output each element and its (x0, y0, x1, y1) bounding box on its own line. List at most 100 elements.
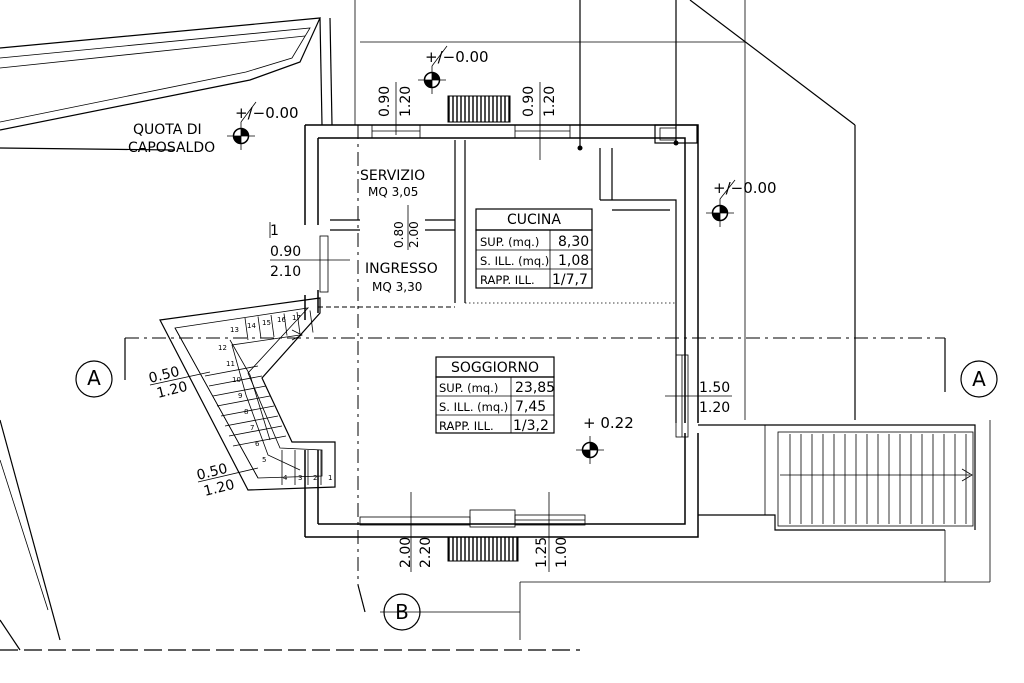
svg-text:1.20: 1.20 (398, 86, 414, 117)
stair-step-number: 1 (328, 474, 332, 482)
room-ingresso: INGRESSO MQ 3,30 (365, 261, 438, 294)
svg-text:+ 0.22: + 0.22 (583, 414, 634, 432)
svg-text:CAPOSALDO: CAPOSALDO (128, 140, 215, 156)
stair-direction-arrow (231, 334, 301, 471)
dim-window-top-right: 0.90 1.20 (521, 82, 558, 160)
dim-entrance: 1 0.90 2.10 (270, 223, 301, 280)
svg-text:+/−0.00: +/−0.00 (425, 48, 489, 66)
svg-text:1.50: 1.50 (699, 380, 730, 396)
stair-direction-arrowhead (291, 329, 303, 341)
svg-text:0.50: 0.50 (195, 461, 229, 484)
svg-text:1.20: 1.20 (202, 477, 236, 500)
svg-text:+/−0.00: +/−0.00 (235, 104, 299, 122)
svg-text:2.10: 2.10 (270, 264, 301, 280)
svg-text:1/7,7: 1/7,7 (552, 272, 588, 288)
chimney (577, 124, 698, 151)
svg-text:INGRESSO: INGRESSO (365, 261, 438, 277)
window-top-right (514, 124, 571, 139)
svg-text:0.50: 0.50 (147, 364, 181, 387)
dim-stair-lower: 0.50 1.20 (195, 461, 259, 500)
stair-tread (224, 415, 279, 427)
stair-tread (216, 395, 271, 407)
section-line-a (124, 337, 946, 392)
svg-text:SERVIZIO: SERVIZIO (360, 168, 425, 184)
dim-stair-upper: 0.50 1.20 (147, 364, 211, 402)
stair-tread (232, 435, 287, 447)
svg-text:RAPP. ILL.: RAPP. ILL. (439, 419, 494, 433)
svg-text:S. ILL. (mq.): S. ILL. (mq.) (439, 400, 508, 414)
benchmark-label: QUOTA DI CAPOSALDO (128, 122, 215, 156)
exterior-walls (304, 124, 699, 538)
svg-text:B: B (395, 600, 409, 624)
stair-step-number: 11 (226, 360, 235, 368)
elevation-marker-left: +/−0.00 (227, 101, 299, 150)
stair-tread (309, 310, 314, 333)
svg-text:MQ 3,30: MQ 3,30 (372, 280, 422, 294)
stair-step-number: 12 (218, 344, 227, 352)
interior-walls (318, 140, 677, 423)
entrance-door (269, 222, 350, 293)
svg-text:7,45: 7,45 (515, 399, 546, 415)
svg-text:2.00: 2.00 (407, 221, 421, 248)
svg-text:A: A (87, 366, 101, 390)
window-bottom (469, 509, 586, 528)
section-marker-a-right: A (960, 360, 998, 398)
dim-door-bottom: 2.00 2.20 (398, 492, 434, 572)
stair-step-number: 2 (313, 474, 317, 482)
vent-grille-bottom (447, 536, 519, 562)
svg-text:1.20: 1.20 (155, 379, 189, 402)
table-soggiorno: SOGGIORNO SUP. (mq.) S. ILL. (mq.) RAPP.… (435, 356, 555, 434)
dim-window-bottom: 1.25 1.00 (534, 492, 570, 572)
stair-step-number: 13 (230, 326, 239, 334)
exterior-stair-treads (780, 434, 973, 524)
stair-step-number: 14 (247, 322, 256, 330)
exterior-stair-arrowhead (961, 468, 973, 482)
section-marker-a-left: A (75, 360, 113, 398)
stair-tread (208, 375, 263, 387)
dim-window-top-left: 0.90 1.20 (377, 82, 414, 135)
svg-text:CUCINA: CUCINA (507, 212, 561, 228)
svg-text:A: A (972, 367, 986, 391)
site-lines (0, 0, 991, 651)
stair-step-number: 7 (250, 424, 254, 432)
elevation-marker-top: +/−0.00 (418, 45, 489, 94)
svg-text:23,85: 23,85 (515, 380, 555, 396)
dim-door-servizio: 0.80 2.00 (392, 205, 421, 250)
stair-step-number: 8 (244, 408, 248, 416)
stair-tread (257, 316, 262, 339)
svg-text:RAPP. ILL.: RAPP. ILL. (480, 273, 535, 287)
stair-tread (296, 311, 301, 335)
svg-text:8,30: 8,30 (558, 234, 589, 250)
svg-text:0.90: 0.90 (270, 244, 301, 260)
vent-grille-top (447, 95, 511, 123)
elevation-marker-living: + 0.22 (576, 414, 634, 464)
stair-step-number: 5 (262, 456, 266, 464)
svg-text:1.25: 1.25 (534, 537, 550, 568)
stair-step-number: 17 (292, 314, 301, 322)
svg-text:+/−0.00: +/−0.00 (713, 179, 777, 197)
svg-text:1.20: 1.20 (699, 400, 730, 416)
stair-step-number: 9 (238, 392, 242, 400)
svg-text:QUOTA DI: QUOTA DI (133, 122, 202, 138)
section-marker-b: B (383, 593, 421, 631)
section-line-b (357, 125, 520, 613)
stair-tread (244, 317, 249, 341)
svg-text:1.00: 1.00 (554, 537, 570, 568)
stair-step-number: 10 (232, 376, 241, 384)
dim-window-east: 1.50 1.20 (665, 380, 732, 416)
room-servizio: SERVIZIO MQ 3,05 (360, 168, 425, 199)
svg-text:2.20: 2.20 (418, 537, 434, 568)
svg-text:1,08: 1,08 (558, 253, 589, 269)
svg-text:1/3,2: 1/3,2 (513, 418, 549, 434)
svg-text:S. ILL. (mq.): S. ILL. (mq.) (480, 254, 549, 268)
interior-stair-treads (204, 310, 322, 485)
stair-tread (228, 425, 283, 437)
svg-text:SUP. (mq.): SUP. (mq.) (480, 235, 539, 249)
stair-step-number: 16 (277, 316, 286, 324)
svg-text:2.00: 2.00 (398, 537, 414, 568)
stair-step-number: 4 (283, 474, 288, 482)
svg-text:1: 1 (270, 223, 279, 239)
stair-tread (204, 365, 259, 377)
stair-step-number: 6 (255, 440, 260, 448)
